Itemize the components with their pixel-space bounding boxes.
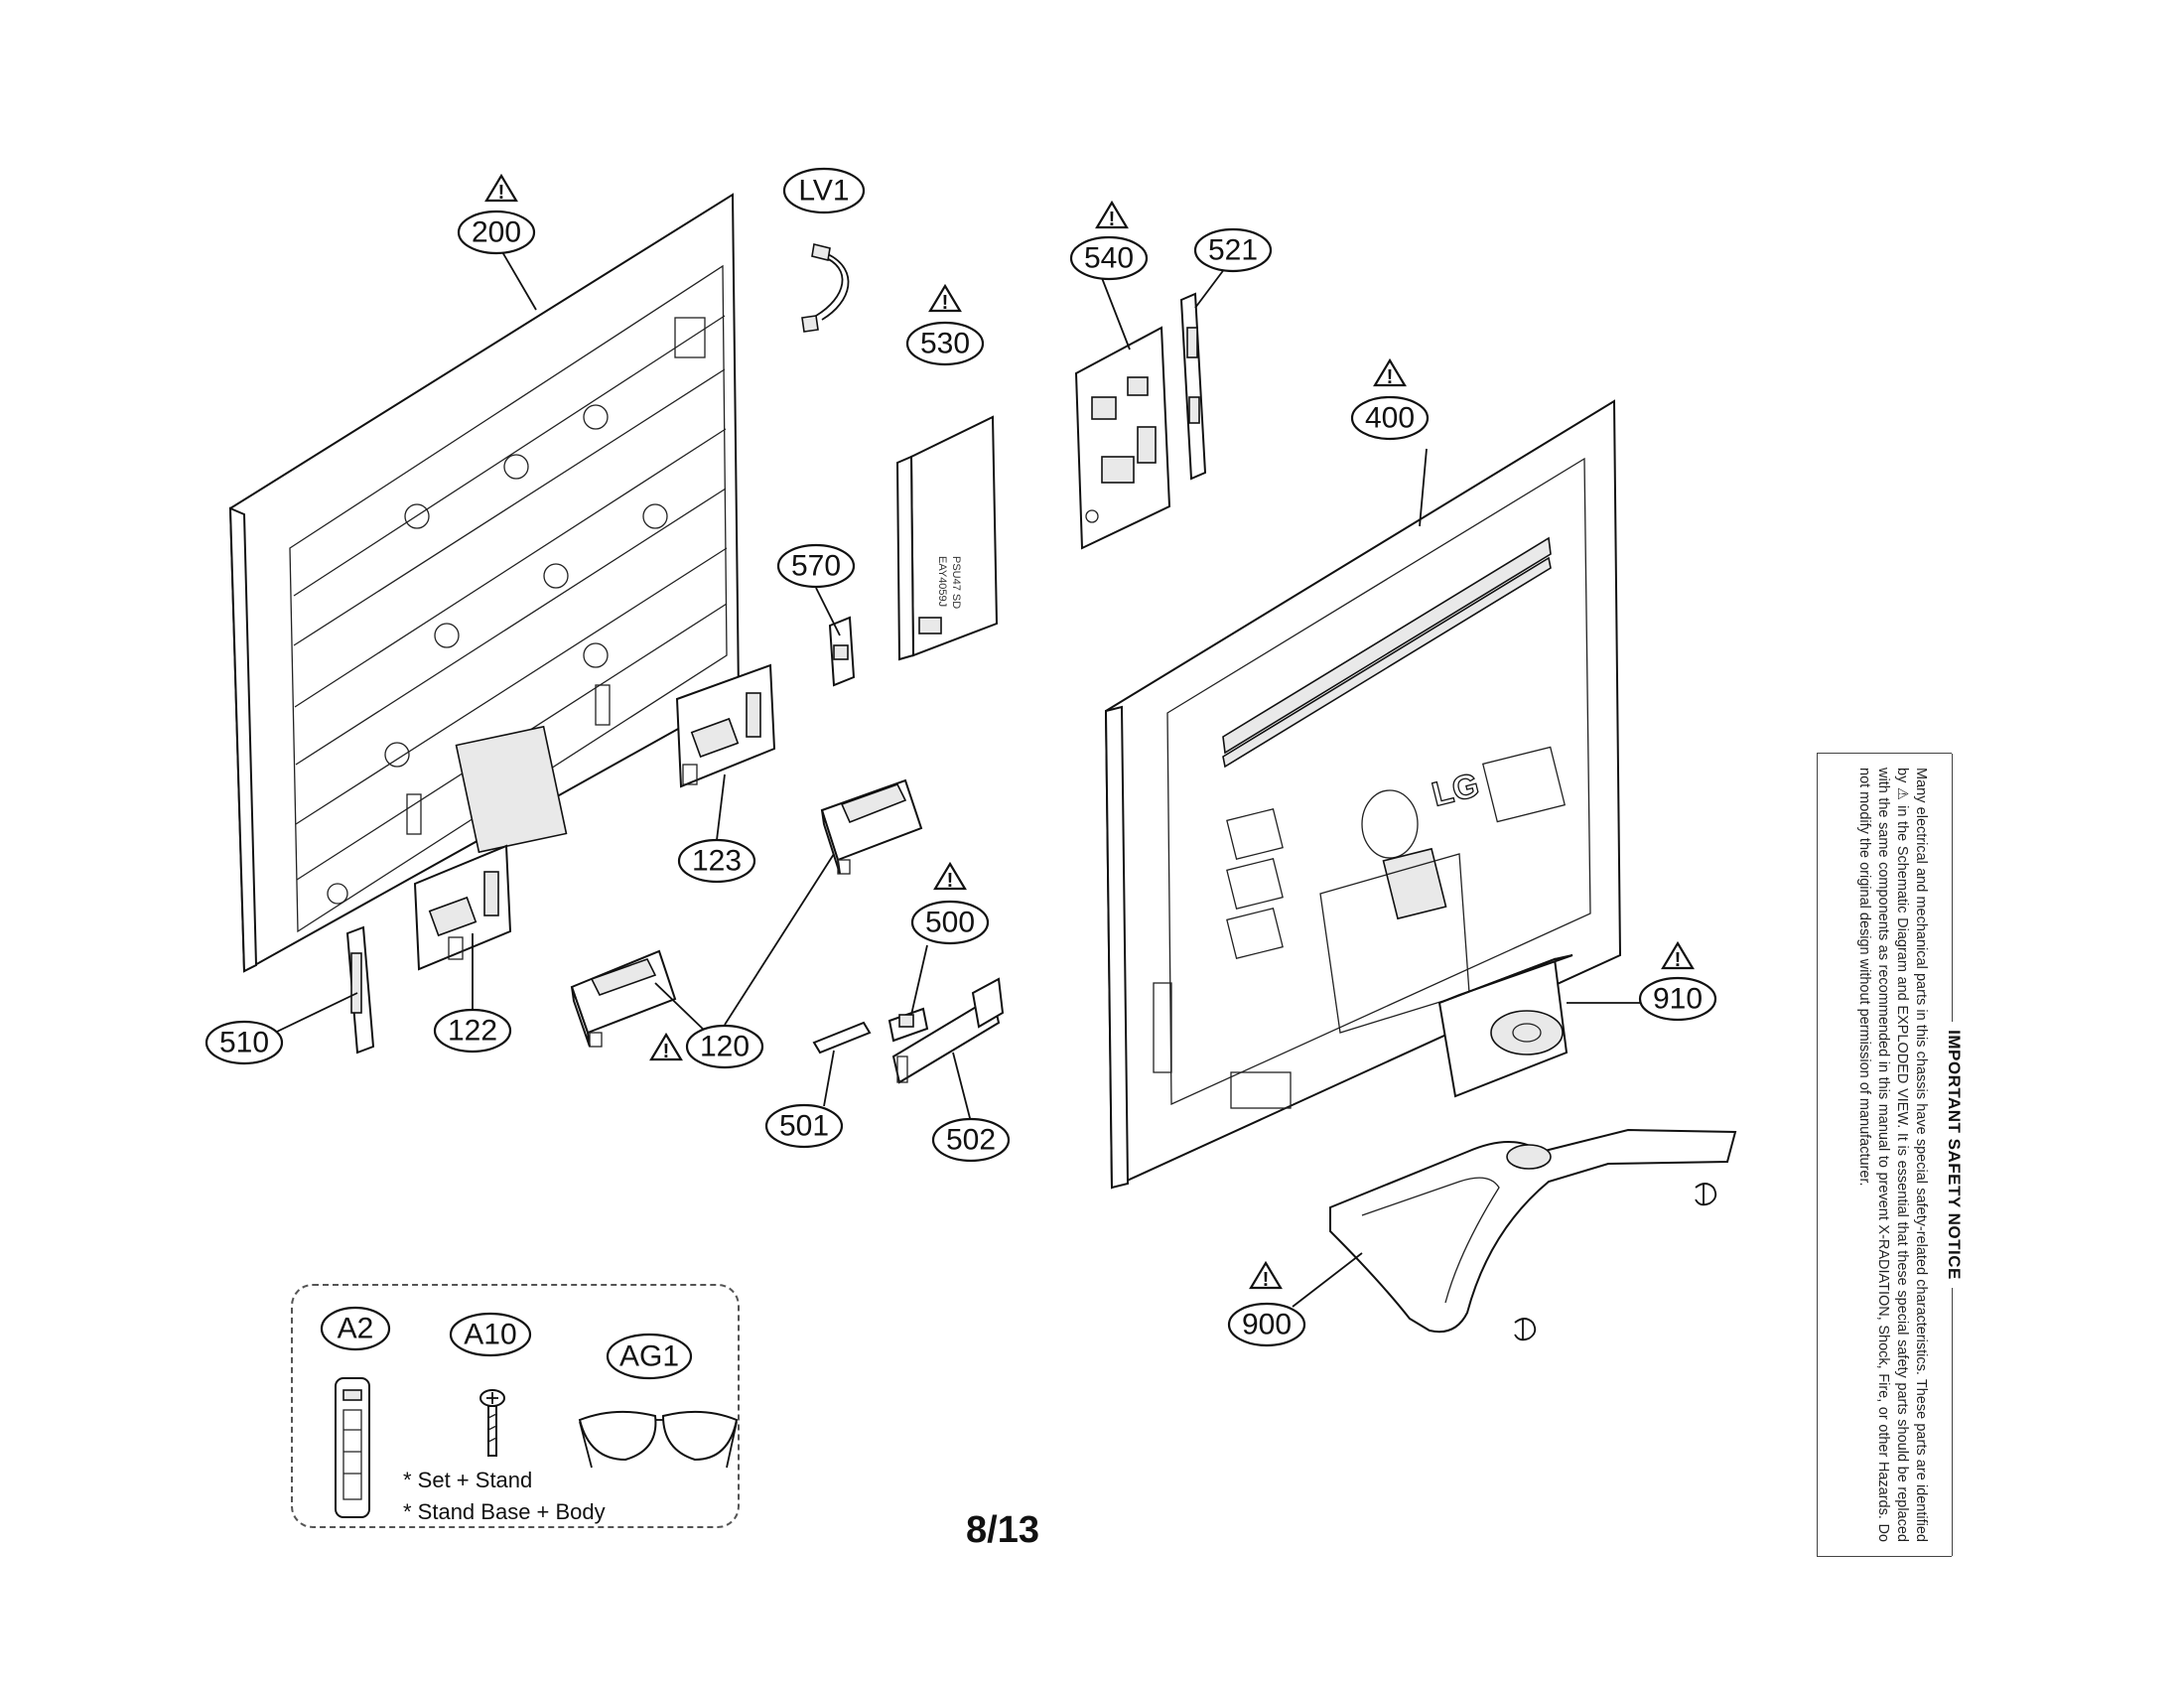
svg-text:123: 123 (692, 845, 742, 878)
svg-text:A2: A2 (338, 1313, 374, 1345)
part-530-power-board: PSU47 SD EAY4059J (895, 415, 999, 661)
svg-text:!: ! (942, 292, 949, 314)
part-label-120: 120 (685, 1024, 764, 1069)
safety-warning-triangle-540: ! (1095, 200, 1129, 230)
safety-notice-box: IMPORTANT SAFETY NOTICE Many electrical … (1810, 753, 1964, 1557)
svg-text:510: 510 (219, 1027, 269, 1059)
safety-notice-title: IMPORTANT SAFETY NOTICE (1945, 1022, 1964, 1288)
remote-control-icon (335, 1377, 370, 1518)
svg-text:500: 500 (925, 907, 975, 939)
svg-text:200: 200 (472, 216, 521, 249)
svg-text:LV1: LV1 (798, 175, 849, 208)
part-120-speaker-lower (570, 949, 677, 1048)
page-number: 8/13 (966, 1509, 1039, 1551)
part-label-910: 910 (1638, 976, 1717, 1022)
3d-glasses-icon (578, 1410, 739, 1469)
svg-text:!: ! (1263, 1269, 1270, 1291)
part-120-speaker-upper (820, 778, 923, 875)
part-label-400: 400 (1350, 395, 1430, 441)
part-label-501: 501 (764, 1103, 844, 1149)
module-label-line2: EAY4059J (936, 556, 948, 607)
svg-text:570: 570 (791, 550, 841, 583)
part-lv1-cable (801, 243, 850, 333)
svg-text:501: 501 (779, 1110, 829, 1143)
part-500-switch (887, 1007, 929, 1043)
svg-text:910: 910 (1653, 983, 1703, 1016)
part-510-keypad-strip (345, 925, 375, 1055)
safety-warning-triangle-910: ! (1661, 940, 1695, 971)
part-label-a10: A10 (449, 1312, 532, 1357)
part-label-500: 500 (910, 900, 990, 945)
part-label-530: 530 (905, 321, 985, 366)
safety-warning-triangle-120: ! (649, 1032, 683, 1062)
safety-warning-triangle-900: ! (1249, 1260, 1283, 1291)
part-label-510: 510 (205, 1020, 284, 1065)
part-123-bracket (675, 663, 776, 788)
part-910-stand-neck (1437, 954, 1573, 1098)
part-521-side-bracket (1179, 292, 1207, 481)
part-label-ag1: AG1 (606, 1333, 693, 1380)
svg-text:!: ! (663, 1041, 670, 1062)
part-900-stand-base (1329, 1128, 1737, 1334)
part-400-back-cover: LG (1104, 399, 1622, 1190)
svg-text:!: ! (1675, 949, 1682, 971)
svg-text:!: ! (947, 870, 954, 892)
part-122-bracket (413, 844, 512, 971)
accessory-box (291, 1284, 740, 1528)
part-label-lv1: LV1 (782, 167, 866, 214)
svg-text:900: 900 (1242, 1309, 1292, 1341)
svg-text:!: ! (1387, 366, 1394, 388)
accessory-note-stand-base-body: * Stand Base + Body (403, 1499, 606, 1524)
part-label-540: 540 (1069, 235, 1149, 281)
part-label-521: 521 (1193, 227, 1273, 273)
part-label-a2: A2 (320, 1306, 391, 1351)
part-label-122: 122 (433, 1008, 512, 1054)
svg-text:!: ! (498, 182, 505, 204)
part-label-502: 502 (931, 1117, 1011, 1163)
svg-text:521: 521 (1208, 234, 1258, 267)
accessory-note-set-stand: * Set + Stand (403, 1468, 533, 1492)
svg-text:400: 400 (1365, 402, 1415, 435)
part-570-small-board (828, 616, 856, 687)
module-label-line1: PSU47 SD (950, 556, 962, 609)
part-502-bracket (891, 977, 1005, 1084)
svg-text:502: 502 (946, 1124, 996, 1157)
safety-warning-triangle-400: ! (1373, 357, 1407, 388)
svg-text:122: 122 (448, 1015, 497, 1048)
svg-text:540: 540 (1084, 242, 1134, 275)
safety-warning-triangle-500: ! (933, 861, 967, 892)
part-label-900: 900 (1227, 1302, 1306, 1347)
part-label-200: 200 (457, 210, 536, 255)
svg-text:A10: A10 (464, 1319, 516, 1351)
safety-warning-triangle-530: ! (928, 283, 962, 314)
screw-icon (1514, 1318, 1537, 1341)
part-501-button (812, 1021, 872, 1055)
svg-text:!: ! (1109, 209, 1116, 230)
safety-notice-text: Many electrical and mechanical parts in … (1856, 768, 1929, 1542)
svg-text:AG1: AG1 (619, 1340, 679, 1373)
safety-warning-triangle-200: ! (484, 173, 518, 204)
part-label-570: 570 (776, 543, 856, 589)
part-200-lcd-module (228, 193, 741, 973)
svg-text:530: 530 (920, 328, 970, 360)
svg-text:120: 120 (700, 1031, 750, 1063)
screw-icon (1695, 1183, 1717, 1206)
screw-a10-icon (479, 1389, 505, 1457)
part-label-123: 123 (677, 838, 756, 884)
part-540-main-board (1074, 326, 1171, 550)
